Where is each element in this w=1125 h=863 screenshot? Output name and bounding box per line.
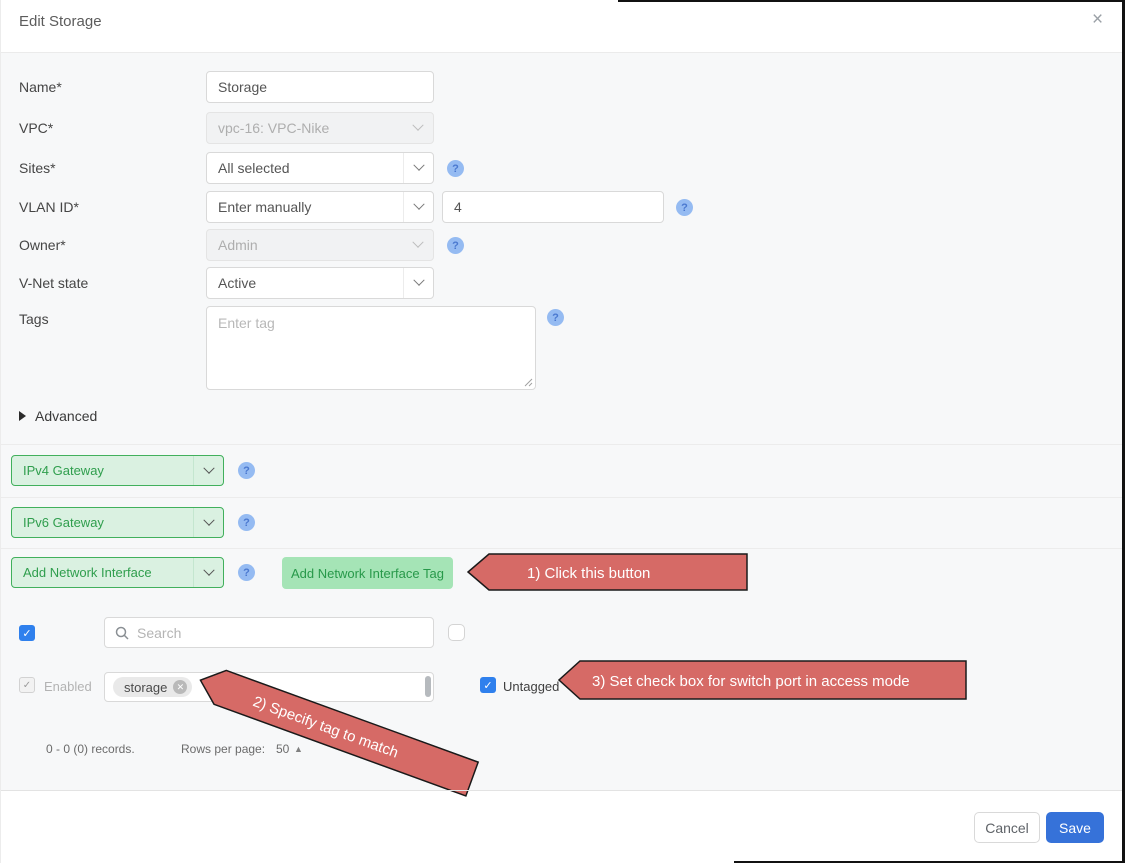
vpc-select-value: vpc-16: VPC-Nike: [218, 120, 330, 136]
vnet-state-label: V-Net state: [19, 275, 89, 291]
footer-divider: [1, 790, 1122, 791]
chevron-down-icon: [193, 508, 223, 537]
triangle-right-icon: [19, 411, 26, 421]
rows-per-page-value[interactable]: 50: [276, 742, 290, 756]
vlan-id-input[interactable]: [442, 191, 664, 223]
vlan-mode-select[interactable]: Enter manually: [206, 191, 434, 223]
checkmark-icon: ✓: [22, 679, 32, 691]
add-network-interface-tag-button[interactable]: Add Network Interface Tag: [282, 557, 453, 589]
owner-label: Owner*: [19, 237, 66, 253]
sites-select-value: All selected: [218, 160, 290, 176]
annotation-arrow-step1: 1) Click this button: [467, 553, 748, 591]
search-input[interactable]: [137, 624, 423, 641]
ipv4-gateway-select-value: IPv4 Gateway: [23, 463, 104, 478]
chevron-down-icon: [403, 192, 433, 222]
enabled-label: Enabled: [44, 679, 92, 694]
ipv4-gateway-select[interactable]: IPv4 Gateway: [11, 455, 224, 486]
screenshot-border-bottom: [734, 861, 1125, 863]
tag-chip-label: storage: [124, 679, 168, 695]
close-icon[interactable]: ×: [1092, 9, 1104, 30]
header-divider: [1, 52, 1122, 53]
screenshot-border-top: [618, 0, 1125, 2]
untagged-label: Untagged: [503, 679, 560, 694]
resize-handle-icon[interactable]: [524, 378, 533, 387]
help-icon[interactable]: ?: [238, 462, 255, 479]
help-icon[interactable]: ?: [238, 514, 255, 531]
chevron-down-icon: [193, 456, 223, 485]
save-button[interactable]: Save: [1046, 812, 1104, 843]
modal-title: Edit Storage: [19, 13, 102, 30]
remove-tag-icon[interactable]: ✕: [173, 680, 188, 694]
name-label: Name*: [19, 79, 62, 95]
owner-select-value: Admin: [218, 237, 258, 253]
add-network-interface-select-value: Add Network Interface: [23, 565, 152, 580]
sites-label: Sites*: [19, 160, 56, 176]
annotation-step3-text: 3) Set check box for switch port in acce…: [592, 673, 910, 690]
search-icon: [115, 626, 129, 640]
help-icon[interactable]: ?: [547, 309, 564, 326]
help-icon[interactable]: ?: [447, 160, 464, 177]
section-divider: [1, 444, 1122, 445]
screenshot-border-right: [1122, 0, 1125, 863]
chevron-down-icon: [403, 113, 433, 143]
untagged-checkbox[interactable]: ✓: [480, 677, 496, 693]
chevron-down-icon: [403, 268, 433, 298]
vnet-state-select-value: Active: [218, 275, 257, 291]
select-all-checkbox[interactable]: ✓: [19, 625, 35, 641]
help-icon[interactable]: ?: [238, 564, 255, 581]
tag-chip: storage ✕: [113, 677, 193, 697]
cancel-button[interactable]: Cancel: [974, 812, 1040, 843]
ipv6-gateway-select-value: IPv6 Gateway: [23, 515, 104, 530]
vnet-state-select[interactable]: Active: [206, 267, 434, 299]
vlan-mode-select-value: Enter manually: [218, 199, 312, 215]
vpc-select: vpc-16: VPC-Nike: [206, 112, 434, 144]
triangle-up-icon[interactable]: ▲: [294, 744, 303, 754]
chevron-down-icon: [403, 153, 433, 183]
annotation-arrow-step3: 3) Set check box for switch port in acce…: [558, 660, 967, 700]
help-icon[interactable]: ?: [447, 237, 464, 254]
advanced-toggle[interactable]: Advanced: [19, 408, 97, 424]
checkmark-icon: ✓: [22, 627, 32, 640]
rows-per-page-label: Rows per page:: [181, 742, 266, 756]
ipv6-gateway-select[interactable]: IPv6 Gateway: [11, 507, 224, 538]
vlan-id-label: VLAN ID*: [19, 199, 79, 215]
tags-textarea[interactable]: [206, 306, 536, 390]
enabled-checkbox: ✓: [19, 677, 35, 693]
owner-select: Admin: [206, 229, 434, 261]
annotation-step1-text: 1) Click this button: [527, 565, 650, 582]
chevron-down-icon: [403, 230, 433, 260]
section-divider: [1, 548, 1122, 549]
records-count: 0 - 0 (0) records.: [46, 742, 135, 756]
search-box[interactable]: [104, 617, 434, 648]
sites-select[interactable]: All selected: [206, 152, 434, 184]
section-divider: [1, 497, 1122, 498]
advanced-label: Advanced: [35, 408, 98, 424]
scrollbar-thumb[interactable]: [425, 676, 431, 697]
add-network-interface-select[interactable]: Add Network Interface: [11, 557, 224, 588]
chevron-down-icon: [193, 558, 223, 587]
vpc-label: VPC*: [19, 120, 54, 136]
help-icon[interactable]: ?: [676, 199, 693, 216]
tags-label: Tags: [19, 311, 49, 327]
checkmark-icon: ✓: [483, 679, 493, 692]
name-input[interactable]: [206, 71, 434, 103]
untagged-all-checkbox[interactable]: [448, 624, 465, 641]
